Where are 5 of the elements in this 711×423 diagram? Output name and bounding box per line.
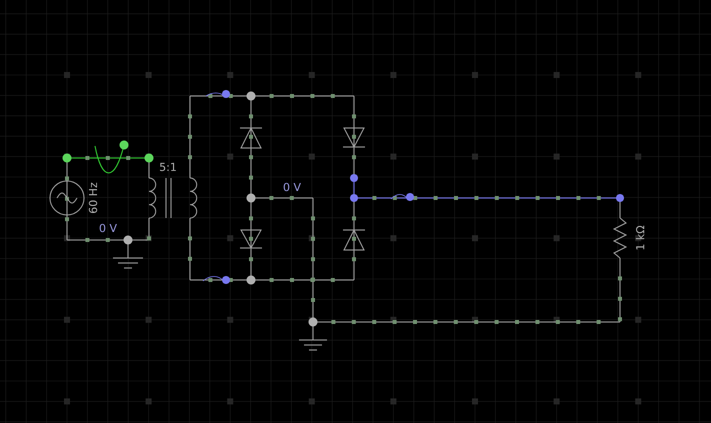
ratio-label: 5:1	[160, 162, 176, 172]
resistance-label: 1 kΩ	[636, 226, 644, 250]
frequency-label: 60 Hz	[88, 182, 98, 213]
voltage-label: 0 V	[100, 224, 117, 232]
voltage-label: 0 V	[284, 182, 301, 192]
